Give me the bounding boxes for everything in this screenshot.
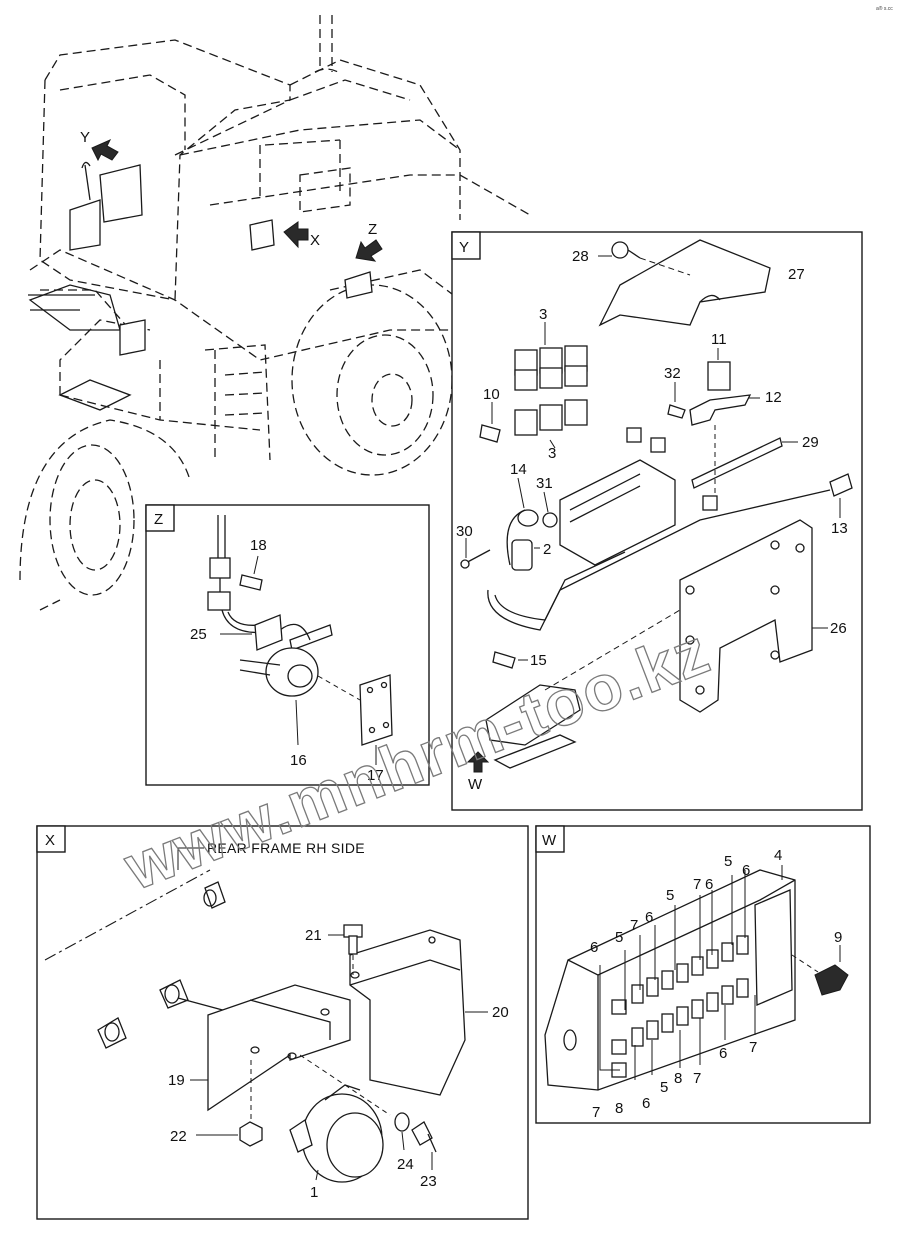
part-number-26: 26 — [830, 620, 847, 637]
part-number-10: 10 — [483, 386, 500, 403]
part-number-32: 32 — [664, 365, 681, 382]
panel-x-tag: X — [45, 832, 55, 849]
corner-mark: a® s.cc — [876, 5, 893, 12]
view-tag-z-label: Z — [368, 221, 377, 238]
part-number-27: 27 — [788, 266, 805, 283]
part-number-7: 7 — [749, 1039, 757, 1056]
part-number-22: 22 — [170, 1128, 187, 1145]
relay-group-top — [514, 345, 588, 391]
panel-y-tag: Y — [459, 239, 469, 256]
part-number-25: 25 — [190, 626, 207, 643]
part-number-6: 6 — [642, 1095, 650, 1112]
part-number-8: 8 — [615, 1100, 623, 1117]
view-tag-w-label: W — [468, 776, 483, 793]
part-number-1: 1 — [310, 1184, 318, 1201]
part-number-3: 3 — [539, 306, 547, 323]
panel-y-part-numbers: 28 27 3 11 32 12 10 3 29 14 31 13 30 2 1… — [456, 248, 848, 669]
part-number-28: 28 — [572, 248, 589, 265]
view-arrow-y: Y — [80, 129, 119, 162]
part-number-17: 17 — [367, 767, 384, 784]
part-number-4: 4 — [774, 847, 782, 864]
part-number-18: 18 — [250, 537, 267, 554]
part-number-23: 23 — [420, 1173, 437, 1190]
panel-w-part-numbers: 4 9 5 6 7 6 5 6 7 5 6 5 7 8 6 7 8 6 7 — [590, 847, 842, 1121]
panel-x: X REAR FRAME RH SIDE — [36, 825, 529, 1220]
view-tag-x-label: X — [310, 232, 320, 249]
part-number-3: 3 — [548, 445, 556, 462]
part-number-13: 13 — [831, 520, 848, 537]
part-number-6: 6 — [705, 876, 713, 893]
panel-w-tag: W — [542, 832, 557, 849]
part-number-29: 29 — [802, 434, 819, 451]
panel-z-part-numbers: 18 25 16 17 — [190, 537, 384, 784]
part-number-11: 11 — [711, 331, 727, 348]
part-number-15: 15 — [530, 652, 547, 669]
part-number-7: 7 — [630, 917, 638, 934]
fuse-row-upper — [631, 935, 749, 1004]
part-number-6: 6 — [742, 862, 750, 879]
part-number-5: 5 — [615, 929, 623, 946]
part-number-20: 20 — [492, 1004, 509, 1021]
view-arrow-z: Z — [355, 221, 383, 262]
part-number-5: 5 — [666, 887, 674, 904]
part-number-2: 2 — [543, 541, 551, 558]
machine-overview — [19, 15, 531, 611]
part-number-16: 16 — [290, 752, 307, 769]
panel-x-part-numbers: 21 20 19 22 24 23 1 — [168, 927, 509, 1201]
part-number-5: 5 — [724, 853, 732, 870]
part-number-6: 6 — [719, 1045, 727, 1062]
relay-group-bottom — [514, 399, 588, 436]
fuse-row-lower — [631, 978, 749, 1047]
view-arrow-x: X — [283, 221, 320, 249]
panel-y: Y — [451, 231, 863, 811]
panel-z: Z — [145, 504, 430, 786]
part-number-21: 21 — [305, 927, 322, 944]
part-number-8: 8 — [674, 1070, 682, 1087]
panel-w: W — [535, 825, 871, 1124]
part-number-14: 14 — [510, 461, 527, 478]
part-number-9: 9 — [834, 929, 842, 946]
part-number-6: 6 — [590, 939, 598, 956]
rear-frame-caption: REAR FRAME RH SIDE — [207, 840, 365, 856]
part-number-7: 7 — [592, 1104, 600, 1121]
part-number-5: 5 — [660, 1079, 668, 1096]
part-number-19: 19 — [168, 1072, 185, 1089]
part-number-7: 7 — [693, 1070, 701, 1087]
view-tag-y-label: Y — [80, 129, 90, 146]
part-number-24: 24 — [397, 1156, 414, 1173]
part-number-30: 30 — [456, 523, 473, 540]
panel-z-tag: Z — [154, 511, 163, 528]
part-number-12: 12 — [765, 389, 782, 406]
part-number-7: 7 — [693, 876, 701, 893]
part-number-6: 6 — [645, 909, 653, 926]
part-number-31: 31 — [536, 475, 553, 492]
fuse-leader-lines — [599, 870, 756, 1080]
